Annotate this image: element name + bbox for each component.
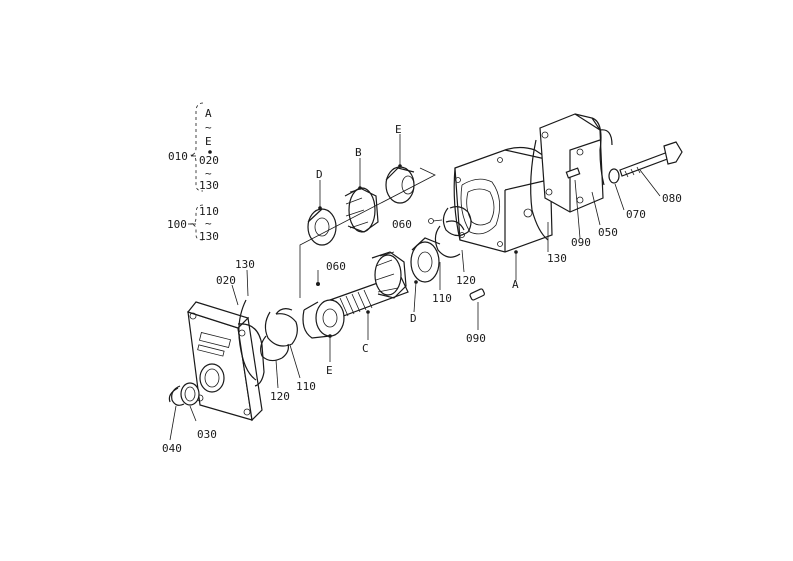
legend-tilde-1: ~ [205,121,212,134]
label-080: 080 [662,192,682,205]
callout-labels: 020 130 060 D B E 060 A D C E 110 120 03… [162,123,682,455]
label-070: 070 [626,208,646,221]
label-D-upper: D [316,168,323,181]
bushing-D-lower [410,237,441,283]
gasket-130-front [238,299,257,381]
pin-060-top [428,218,434,224]
backup-ring-120-front [260,335,289,362]
front-cover [186,301,265,422]
gasket-130-rear [530,139,549,241]
label-D-lower: D [410,312,417,325]
legend-020: 020 [199,154,219,167]
seal-ring-110-front [264,308,298,347]
label-130-rear: 130 [547,252,567,265]
seal-ring-110-rear [434,220,465,258]
pin-060-mid [316,282,320,286]
legend-130a: 130 [199,179,219,192]
legend-110: 110 [199,205,219,218]
snap-ring [168,385,185,406]
label-050: 050 [598,226,618,239]
pump-body [453,146,553,253]
bolt-080 [619,141,683,178]
label-060-top: 060 [392,218,412,231]
bushing-E-upper [385,166,415,204]
label-110-rear: 110 [432,292,452,305]
leader-lines [169,134,661,441]
legend-130b: 130 [199,230,219,243]
assembly-legend: A ~ E 010 020 ~ 130 110 100 ~ 130 [167,102,219,243]
label-120-front: 120 [270,390,290,403]
legend-tilde-2: ~ [205,167,212,180]
label-120-rear: 120 [456,274,476,287]
label-110-front: 110 [296,380,316,393]
label-B: B [355,146,362,159]
label-E-lower: E [326,364,333,377]
oil-seal [180,382,200,406]
dowel-pin-090-rear [565,167,581,179]
label-E-upper: E [395,123,402,136]
washer-070 [608,168,620,184]
label-060-mid: 060 [326,260,346,273]
label-040: 040 [162,442,182,455]
label-090-rear: 090 [571,236,591,249]
legend-010: 010 [168,150,188,163]
label-020: 020 [216,274,236,287]
drive-gear [371,251,407,299]
bushing-D-upper [307,208,337,246]
rear-cover [539,113,613,213]
label-C: C [362,342,369,355]
legend-E: E [205,135,212,148]
driven-gear [344,187,379,233]
legend-A: A [205,107,212,120]
legend-tilde-3: ~ [205,217,212,230]
label-090-lower: 090 [466,332,486,345]
label-A: A [512,278,519,291]
label-030: 030 [197,428,217,441]
bushing-E-lower [302,299,345,339]
backup-ring-120-rear [442,206,472,237]
legend-100: 100 [167,218,187,231]
label-130-front: 130 [235,258,255,271]
dowel-pin-090-lower [469,288,485,301]
